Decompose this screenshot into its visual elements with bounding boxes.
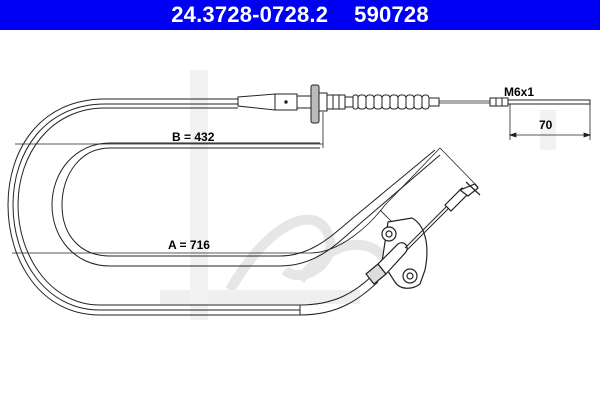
cable-sheath — [7, 98, 441, 316]
watermark-logo-icon — [160, 70, 556, 320]
dimension-a-label: A = 716 — [168, 238, 210, 252]
thread-length-label: 70 — [539, 118, 553, 132]
rubber-boot — [357, 94, 440, 110]
mounting-bracket — [365, 181, 481, 289]
part-number: 24.3728-0728.2 — [171, 2, 329, 27]
adjuster-fitting — [237, 84, 359, 124]
dimension-b-label: B = 432 — [172, 130, 215, 144]
title-bar: 24.3728-0728.2 590728 — [0, 0, 600, 30]
technical-drawing: M6x1 70 B = 432 A = 716 — [0, 30, 600, 400]
reference-number: 590728 — [354, 2, 429, 27]
cable-diagram-svg — [7, 70, 592, 320]
dimension-lines — [12, 104, 592, 254]
threaded-end — [439, 97, 591, 107]
thread-size-label: M6x1 — [504, 85, 535, 99]
